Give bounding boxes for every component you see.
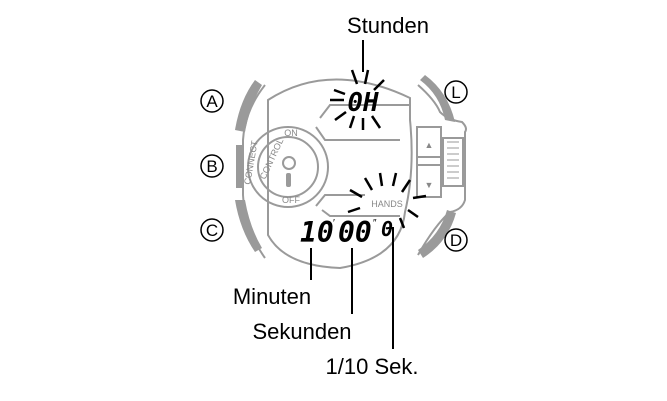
button-d[interactable]: D bbox=[444, 228, 468, 252]
connect-label: CONNECT bbox=[242, 139, 260, 185]
off-label: OFF bbox=[282, 195, 300, 205]
svg-text:C: C bbox=[206, 221, 218, 240]
button-d-shape[interactable] bbox=[418, 210, 456, 258]
control-label: CONTROL bbox=[258, 137, 286, 181]
minutes-display: 10 bbox=[300, 216, 334, 249]
label-minutes: Minuten bbox=[233, 284, 311, 309]
crown-knurl[interactable] bbox=[442, 137, 464, 187]
down-arrow-icon[interactable]: ▼ bbox=[425, 180, 434, 190]
second-mark: ″ bbox=[373, 218, 377, 229]
face-line-top2 bbox=[315, 126, 400, 141]
watch-face bbox=[267, 78, 413, 270]
button-c[interactable]: C bbox=[200, 218, 224, 242]
flash-rays-hands bbox=[347, 172, 427, 229]
label-tenths: 1/10 Sek. bbox=[326, 354, 419, 379]
seconds-display: 00 bbox=[338, 216, 372, 249]
svg-text:L: L bbox=[451, 83, 460, 102]
face-line-mid bbox=[315, 194, 365, 207]
hands-indicator: HANDS bbox=[371, 199, 403, 209]
button-b[interactable]: B bbox=[200, 154, 224, 178]
label-seconds: Sekunden bbox=[252, 319, 351, 344]
flash-rays-top bbox=[330, 69, 385, 130]
button-l-shape[interactable] bbox=[420, 75, 455, 122]
minute-mark: ′ bbox=[333, 218, 335, 229]
leader-tenths bbox=[388, 227, 394, 349]
hour-display: 0H bbox=[347, 88, 379, 118]
svg-text:B: B bbox=[206, 157, 217, 176]
svg-text:A: A bbox=[206, 92, 218, 111]
slider-bar bbox=[416, 156, 444, 166]
face-line-mid2 bbox=[321, 209, 400, 217]
case-right bbox=[417, 84, 467, 256]
up-arrow-icon[interactable]: ▲ bbox=[425, 140, 434, 150]
label-hours: Stunden bbox=[347, 13, 429, 38]
on-label: ON bbox=[284, 128, 298, 138]
tenths-display: 0 bbox=[381, 217, 393, 241]
button-l[interactable]: L bbox=[444, 80, 468, 104]
button-a[interactable]: A bbox=[200, 89, 224, 113]
svg-text:D: D bbox=[450, 231, 462, 250]
case-left bbox=[242, 84, 266, 259]
button-a-shape[interactable] bbox=[235, 80, 262, 132]
control-dial: ON OFF CONNECT CONTROL bbox=[242, 126, 329, 208]
face-line-top bbox=[319, 104, 410, 119]
